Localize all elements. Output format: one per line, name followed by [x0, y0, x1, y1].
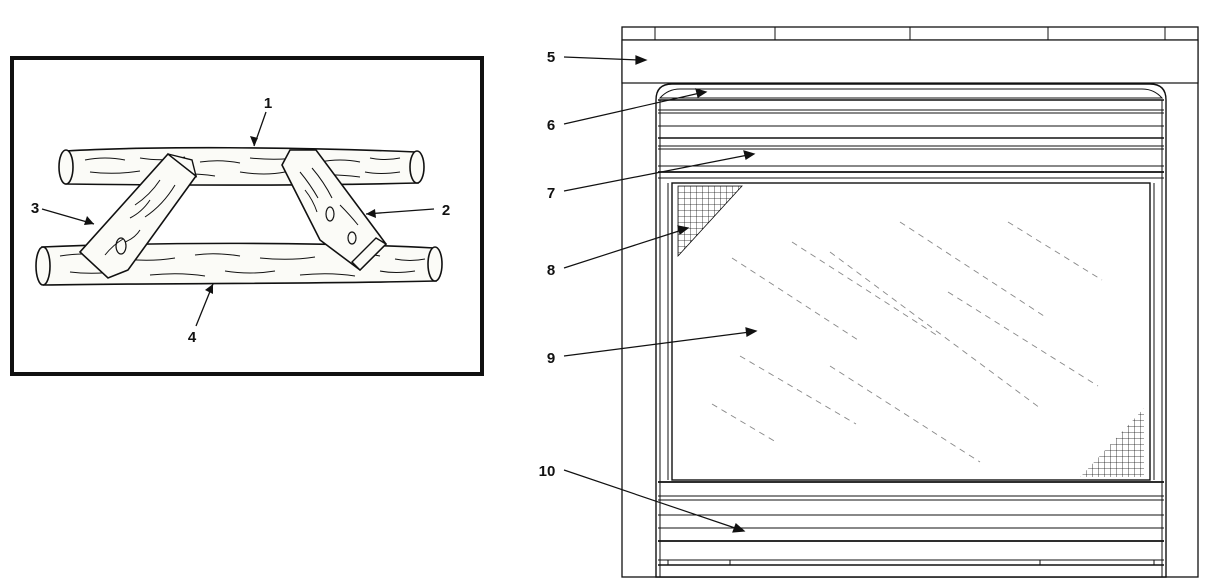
callout-part-8: 8 — [547, 262, 555, 279]
callout-part-10: 10 — [539, 463, 556, 480]
callout-part-7: 7 — [547, 185, 555, 202]
callout-part-5: 5 — [547, 49, 555, 66]
leader-part-5 — [563, 56, 641, 61]
upper-trim — [658, 145, 1164, 179]
fireplace-front: 5 6 7 8 9 10 — [539, 26, 1199, 578]
leader-part-9 — [563, 331, 751, 357]
log-set-frame — [10, 56, 484, 376]
leader-part-6 — [563, 92, 701, 125]
log-top — [58, 146, 425, 186]
log-right-diagonal — [281, 149, 388, 272]
glass-reflections — [711, 221, 1103, 463]
log-set-panel: 1 2 3 4 — [10, 56, 484, 376]
leader-part-7 — [563, 154, 749, 192]
callout-log-2: 2 — [442, 202, 450, 219]
log-left-diagonal — [78, 152, 198, 279]
leader-log-2 — [365, 208, 435, 215]
callout-log-4: 4 — [188, 329, 197, 346]
top-louver — [658, 88, 1164, 139]
callout-part-6: 6 — [547, 117, 555, 134]
leader-part-8 — [563, 229, 683, 269]
bottom-louver — [658, 481, 1164, 566]
callout-log-1: 1 — [264, 95, 272, 112]
leader-part-10 — [563, 469, 739, 530]
glass-panel — [671, 182, 1151, 481]
callout-part-9: 9 — [547, 350, 555, 367]
top-panel — [621, 39, 1199, 84]
callout-log-3: 3 — [31, 200, 39, 217]
